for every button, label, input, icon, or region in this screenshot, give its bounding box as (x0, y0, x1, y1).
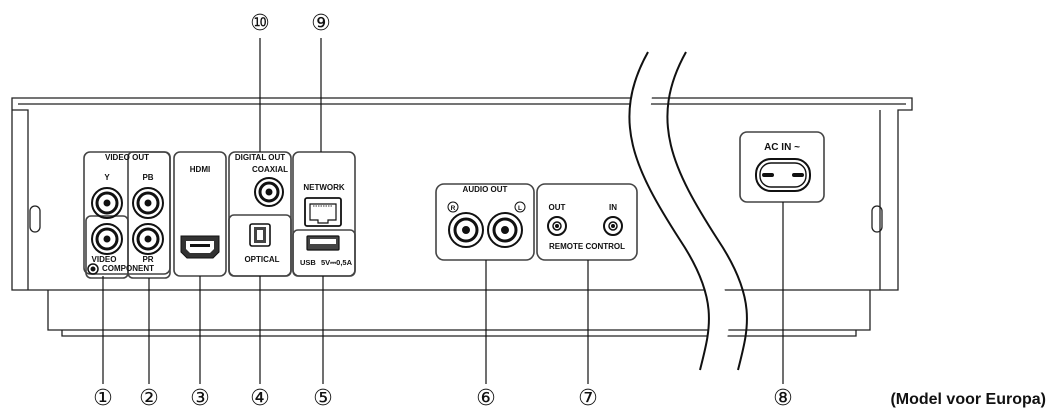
rca-jack-audio-l[interactable] (487, 212, 523, 248)
leader-lines (102, 38, 784, 384)
audio-out-label: AUDIO OUT (463, 185, 508, 194)
model-caption: (Model voor Europa) (890, 391, 1046, 408)
pr-label: PR (142, 255, 153, 264)
lan-port[interactable] (304, 197, 342, 227)
callout-4: ④ (250, 386, 270, 411)
remote-out-jack[interactable] (547, 216, 567, 236)
remote-in-jack[interactable] (603, 216, 623, 236)
remote-out-label: OUT (549, 203, 566, 212)
component-label: COMPONENT (102, 264, 154, 273)
ac-in-group (739, 131, 825, 203)
network-usb-group (292, 151, 356, 277)
ground-screw-icon (87, 263, 99, 275)
remote-control-group (536, 183, 638, 261)
remote-in-label: IN (609, 203, 617, 212)
callout-2: ② (139, 386, 159, 411)
audio-l-marker: L (514, 201, 526, 213)
y-label: Y (104, 173, 110, 182)
audio-l-label: L (518, 205, 522, 212)
coaxial-jack[interactable] (254, 177, 284, 207)
digital-out-label: DIGITAL OUT (235, 153, 285, 162)
optical-label: OPTICAL (244, 255, 279, 264)
remote-control-label-bg (543, 241, 631, 251)
rca-jack-y[interactable] (91, 187, 123, 219)
callout-10: ⑩ (250, 11, 270, 36)
network-label: NETWORK (303, 183, 345, 192)
pb-label: PB (142, 173, 153, 182)
video-label: VIDEO (92, 255, 117, 264)
callout-3: ③ (190, 386, 210, 411)
optical-port[interactable] (249, 223, 271, 247)
callout-1: ① (93, 386, 113, 411)
callout-9: ⑨ (311, 11, 331, 36)
ac-inlet[interactable] (755, 158, 811, 192)
hdmi-label: HDMI (190, 165, 210, 174)
usb-rating-label: 5V⎓0,5A (321, 258, 353, 267)
audio-out-group (435, 183, 535, 261)
video-out-label: VIDEO OUT (105, 153, 149, 162)
hdmi-port[interactable] (180, 235, 220, 259)
callout-7: ⑦ (578, 386, 598, 411)
callout-8: ⑧ (773, 386, 793, 411)
ac-in-label: AC IN ~ (764, 142, 800, 153)
coaxial-label: COAXIAL (252, 165, 288, 174)
audio-r-marker: R (447, 201, 459, 213)
remote-control-label: REMOTE CONTROL (549, 242, 625, 251)
audio-r-label: R (451, 205, 456, 212)
rca-jack-video[interactable] (91, 223, 123, 255)
usb-port[interactable] (306, 235, 340, 251)
usb-label: USB (300, 258, 316, 267)
cable-break (628, 51, 748, 371)
callout-5: ⑤ (313, 386, 333, 411)
rca-jack-pr[interactable] (132, 223, 164, 255)
rca-jack-pb[interactable] (132, 187, 164, 219)
callout-6: ⑥ (476, 386, 496, 411)
rca-jack-audio-r[interactable] (448, 212, 484, 248)
